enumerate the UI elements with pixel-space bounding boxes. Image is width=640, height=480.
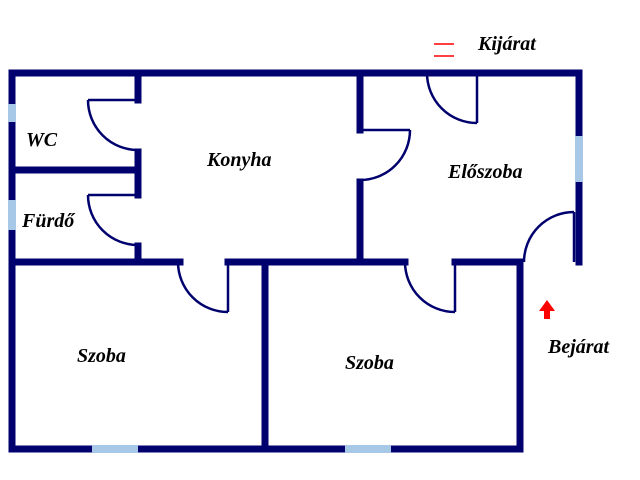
label-bejarat: Bejárat	[547, 336, 611, 358]
door-konyha-swing	[359, 129, 412, 182]
door-szoba-right-swing	[403, 261, 456, 314]
door-kijarat-swing	[425, 72, 478, 125]
bejarat-arrow-icon	[539, 300, 555, 319]
door-wc-swing	[86, 99, 139, 152]
door-furdo-swing	[86, 194, 139, 247]
windows	[8, 104, 583, 453]
window-furdo	[8, 200, 16, 230]
door-szoba-left-swing	[176, 261, 229, 314]
room-labels: WC Fürdő Konyha Előszoba Szoba Szoba	[21, 129, 522, 374]
label-kijarat: Kijárat	[477, 33, 537, 55]
doors	[86, 72, 576, 314]
label-wc: WC	[26, 129, 58, 151]
door-bejarat-swing	[522, 210, 575, 263]
label-furdo: Fürdő	[21, 210, 76, 232]
window-szoba-right	[345, 445, 391, 453]
label-szoba-right: Szoba	[345, 352, 394, 374]
label-konyha: Konyha	[206, 149, 271, 171]
window-eloszoba	[575, 136, 583, 182]
window-wc	[8, 104, 16, 122]
window-szoba-left	[92, 445, 138, 453]
label-eloszoba: Előszoba	[447, 161, 522, 183]
label-szoba-left: Szoba	[77, 345, 126, 367]
exit-markers: Kijárat Bejárat	[434, 33, 611, 358]
